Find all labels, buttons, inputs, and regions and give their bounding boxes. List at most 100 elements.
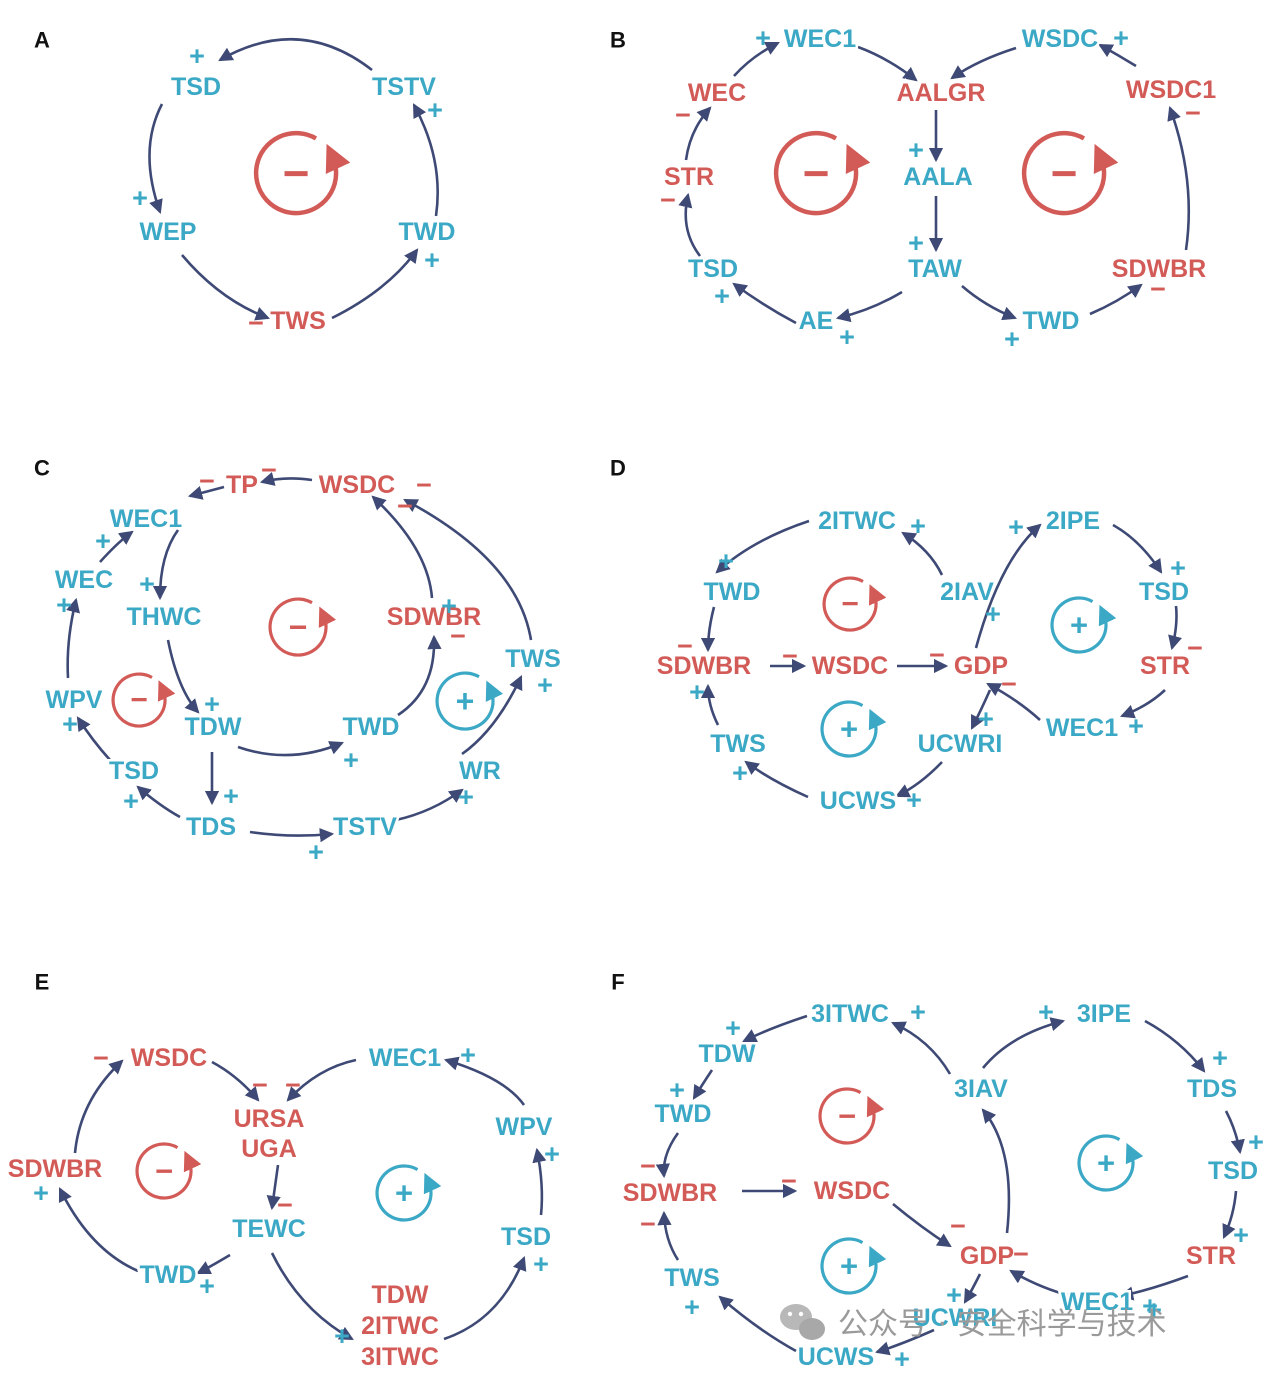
variable-node-tp: TP (226, 471, 258, 499)
causal-arrow-ucwri-to-ucws (895, 761, 943, 798)
causal-arrow-2ipe-to-tsd (1112, 523, 1163, 574)
variable-node-3itwc: 3ITWC (361, 1343, 439, 1371)
variable-node-twd: TWD (704, 578, 761, 606)
link-polarity-positive: + (95, 526, 111, 556)
causal-arrow-twd-to-tstv (412, 103, 439, 217)
variable-node-wsdc: WSDC (319, 471, 395, 499)
variable-node-tsd: TSD (501, 1223, 551, 1251)
link-polarity-positive: + (1038, 997, 1054, 1027)
causal-arrow-twd-to-sdwbr (58, 1187, 139, 1273)
variable-node-twd: TWD (399, 218, 456, 246)
variable-node-wpv: WPV (46, 686, 103, 714)
variable-node-twd: TWD (1023, 307, 1080, 335)
loop-indicator-reinforcing: + (820, 1237, 887, 1295)
loop-polarity-sign: − (283, 147, 310, 199)
loop-arc (135, 1142, 202, 1200)
link-polarity-negative: − (782, 641, 798, 671)
loop-polarity-sign: − (130, 684, 148, 717)
causal-arrow-wsdc-to-ursa (211, 1060, 260, 1102)
link-polarity-positive: + (199, 1271, 215, 1301)
causal-arrow-tewc-to-twd (196, 1253, 231, 1275)
variable-node-wec1: WEC1 (1046, 714, 1118, 742)
link-polarity-negative: − (640, 1151, 656, 1181)
causal-arrow-sdwbr-to-wsdc (73, 1059, 124, 1154)
variable-node-ursa: URSA (234, 1105, 305, 1133)
watermark: 公众号 · 安全科学与技术 (780, 1304, 1167, 1342)
link-polarity-positive: + (910, 997, 926, 1027)
causal-arrow-wep-to-tws (181, 254, 271, 321)
causal-arrow-gdp-to-3iav (981, 1108, 1011, 1234)
link-polarity-negative: − (416, 470, 432, 500)
variable-node-2itwc: 2ITWC (361, 1312, 439, 1340)
panel-label-e: E (35, 970, 50, 995)
link-polarity-positive: + (132, 183, 148, 213)
causal-arrow-str-to-wec1 (1118, 1274, 1189, 1301)
loop-arc (1050, 596, 1117, 654)
causal-arrow-str-to-wec1 (1119, 689, 1166, 719)
loop-indicator-reinforcing: + (1050, 596, 1117, 654)
link-polarity-negative: − (277, 1190, 293, 1220)
link-polarity-positive: + (441, 591, 457, 621)
link-polarity-positive: + (689, 677, 705, 707)
variable-node-wec1: WEC1 (1061, 1288, 1133, 1316)
loop-polarity-sign: − (289, 609, 308, 645)
variable-node-wec1: WEC1 (784, 25, 856, 53)
variable-node-wep: WEP (140, 218, 197, 246)
link-polarity-negative: − (199, 466, 215, 496)
link-polarity-positive: + (732, 758, 748, 788)
causal-arrow-gdp-to-2ipe (974, 523, 1042, 649)
variable-node-str: STR (1186, 1242, 1236, 1270)
link-polarity-positive: + (908, 228, 924, 258)
causal-arrow-thwc-to-tdw (166, 639, 200, 714)
loop-arc (822, 576, 887, 632)
link-polarity-positive: + (334, 1321, 350, 1351)
link-polarity-negative: − (640, 1209, 656, 1239)
causal-arrow-wec1-to-gdp (1009, 1269, 1072, 1298)
variable-node-sdwbr: SDWBR (657, 652, 751, 680)
loop-arc (435, 671, 504, 731)
variable-node-tstv: TSTV (372, 73, 436, 101)
variable-node-tws: TWS (505, 645, 561, 673)
causal-arrow-3itwc-to-tsd (443, 1255, 527, 1341)
link-polarity-negative: − (1013, 1239, 1029, 1269)
link-polarity-negative: − (781, 1166, 797, 1196)
variable-node-wec1: WEC1 (369, 1044, 441, 1072)
causal-arrow-3ipe-to-tds (1144, 1019, 1206, 1073)
causal-arrow-wpv-to-wec (66, 597, 80, 679)
link-polarity-positive: + (1170, 553, 1186, 583)
causal-arrow-ucws-to-tws (718, 1295, 797, 1353)
causal-arrow-wec1-to-thwc (152, 529, 180, 601)
link-polarity-negative: − (660, 185, 676, 215)
causal-arrow-taw-to-twd (961, 285, 1017, 321)
link-polarity-positive: + (755, 23, 771, 53)
link-polarity-positive: + (62, 709, 78, 739)
variable-node-ucws: UCWS (798, 1343, 874, 1371)
loop-arc (820, 1237, 887, 1295)
link-polarity-positive: + (544, 1139, 560, 1169)
link-polarity-positive: + (1233, 1220, 1249, 1250)
variable-node-ae: AE (799, 307, 834, 335)
wechat-icon (780, 1304, 825, 1340)
causal-arrow-wsdc-to-gdp (892, 1202, 952, 1248)
variable-node-aalgr: AALGR (897, 79, 986, 107)
loop-indicator-reinforcing: + (375, 1164, 442, 1222)
link-polarity-negative: − (450, 621, 466, 651)
panel-label-a: A (34, 28, 50, 53)
causal-arrow-gdp-to-ucwri (963, 1273, 982, 1304)
link-polarity-positive: + (533, 1249, 549, 1279)
link-polarity-positive: + (718, 546, 734, 576)
link-polarity-positive: + (139, 569, 155, 599)
loop-indicator-reinforcing: + (435, 671, 504, 731)
link-polarity-positive: + (910, 511, 926, 541)
loop-polarity-sign: + (456, 683, 475, 719)
variable-node-twd: TWD (140, 1261, 197, 1289)
link-polarity-positive: + (1008, 512, 1024, 542)
causal-arrow-sdwbr-to-wsdc1 (1167, 105, 1191, 251)
link-polarity-negative: − (93, 1043, 109, 1073)
causal-arrow-wec1-to-gdp (986, 682, 1041, 721)
loop-polarity-sign: − (838, 1099, 856, 1134)
variable-node-tsd: TSD (1139, 578, 1189, 606)
link-polarity-positive: + (204, 689, 220, 719)
link-polarity-negative: − (1001, 669, 1017, 699)
